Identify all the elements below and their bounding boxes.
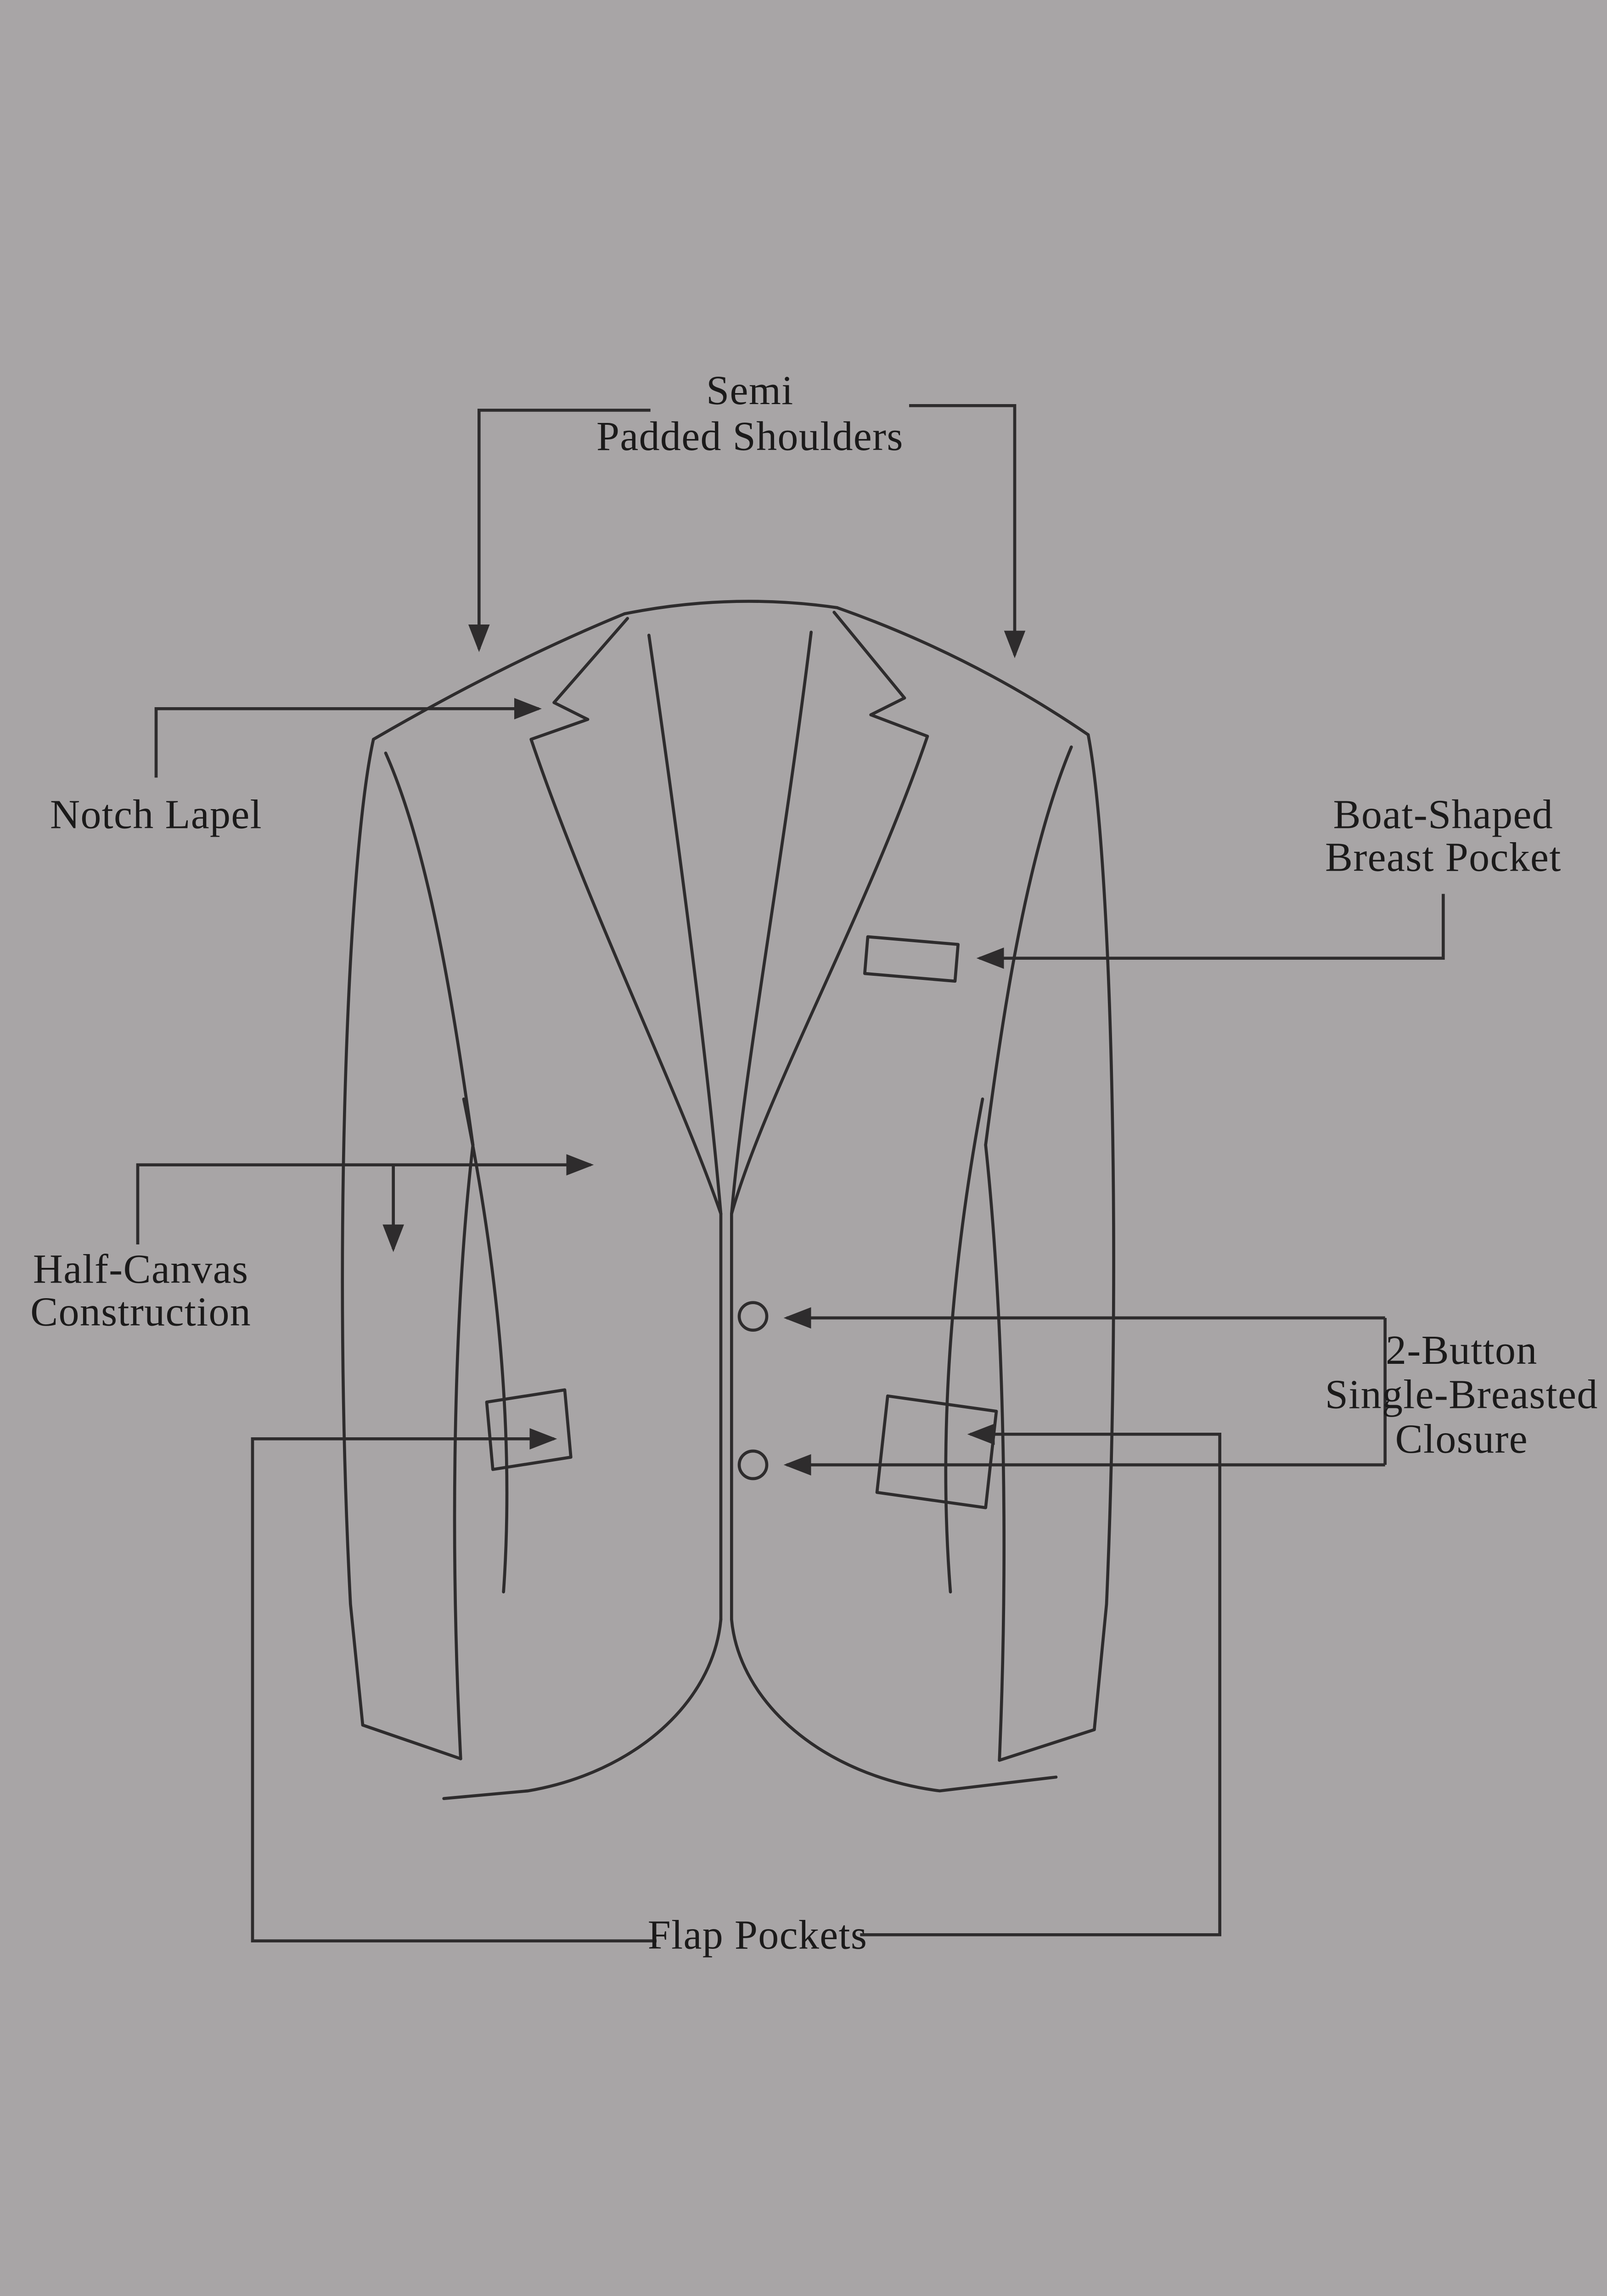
left-front-hem: [442, 1618, 723, 1801]
leader-lines: [136, 404, 1445, 1942]
top-button: [737, 1301, 769, 1332]
breast-pocket: [863, 935, 960, 983]
left-lapel-edge: [529, 718, 723, 1216]
right-front-hem: [730, 1618, 1058, 1793]
left-armhole-seam: [384, 751, 475, 1147]
label-closure-line1: 2-Button: [1386, 1328, 1538, 1373]
leader-half-canvas: [136, 1154, 594, 1244]
right-notch-cut: [869, 696, 906, 716]
label-closure-line3: Closure: [1395, 1416, 1528, 1462]
right-lapel-roll-line: [730, 630, 813, 1216]
label-half-canvas-line2: Construction: [30, 1289, 251, 1335]
label-closure-line2: Single-Breasted: [1325, 1372, 1598, 1418]
leader-flap-pockets-right: [860, 1424, 1221, 1936]
right-sleeve-cuff: [998, 1728, 1096, 1762]
right-collar-edge: [832, 611, 906, 700]
right-sleeve-outer: [1086, 733, 1115, 1732]
leader-shoulders-left: [468, 409, 651, 653]
label-padded-shoulders-line2: Padded Shoulders: [596, 414, 904, 459]
right-armhole-seam: [984, 745, 1073, 1147]
feature-labels: Semi Padded Shoulders Notch Lapel Boat-S…: [30, 368, 1598, 1958]
bottom-button: [737, 1449, 769, 1480]
label-half-canvas-line1: Half-Canvas: [33, 1246, 249, 1292]
right-lapel-edge: [730, 713, 929, 1216]
left-sleeve-outer: [341, 737, 375, 1727]
left-lapel-roll-line: [647, 634, 723, 1216]
left-sleeve-cuff: [361, 1723, 462, 1761]
left-sleeve-inner: [453, 1143, 475, 1761]
jacket-outline: [341, 600, 1115, 1801]
right-shoulder-seam: [836, 606, 1090, 737]
label-padded-shoulders-line1: Semi: [706, 368, 793, 413]
left-notch-cut: [552, 701, 590, 721]
leader-notch-lapel: [154, 698, 542, 778]
left-shoulder-seam: [372, 612, 626, 741]
label-breast-pocket-line2: Breast Pocket: [1325, 835, 1562, 880]
label-breast-pocket-line1: Boat-Shaped: [1333, 792, 1554, 837]
label-flap-pockets: Flap Pockets: [648, 1912, 867, 1958]
back-collar-line: [623, 600, 839, 615]
leader-shoulders-right: [909, 404, 1026, 658]
left-flap-pocket: [485, 1388, 573, 1471]
leader-flap-pockets-left: [251, 1428, 657, 1942]
left-side-panel-seam: [462, 1097, 509, 1594]
right-flap-pocket: [875, 1394, 998, 1509]
right-sleeve-inner: [984, 1143, 1006, 1762]
label-notch-lapel: Notch Lapel: [50, 792, 262, 837]
leader-breast-pocket: [976, 894, 1445, 969]
left-collar-edge: [552, 617, 629, 704]
right-side-panel-seam: [944, 1097, 984, 1594]
